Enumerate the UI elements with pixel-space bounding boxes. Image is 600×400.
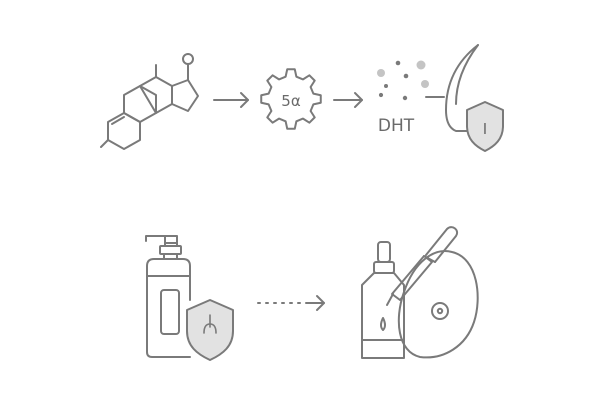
enzyme-label: 5α (281, 92, 301, 110)
product-label: DHT (378, 116, 415, 136)
steroid-molecule-icon (100, 53, 199, 150)
shield-symbol: I (483, 120, 487, 138)
dotted-arrow (257, 295, 325, 311)
shield-icon: I (466, 101, 504, 152)
arrow-right-2 (333, 92, 363, 108)
arrow-right-1 (213, 92, 249, 108)
particles-icon (377, 60, 429, 101)
gear-icon: 5α (260, 68, 322, 130)
shield-icon (186, 299, 234, 361)
scalp-icon (397, 250, 479, 359)
hair-follicle-icon (425, 44, 479, 132)
pump-bottle-icon (145, 235, 191, 358)
dropper-bottle-icon (361, 226, 458, 359)
